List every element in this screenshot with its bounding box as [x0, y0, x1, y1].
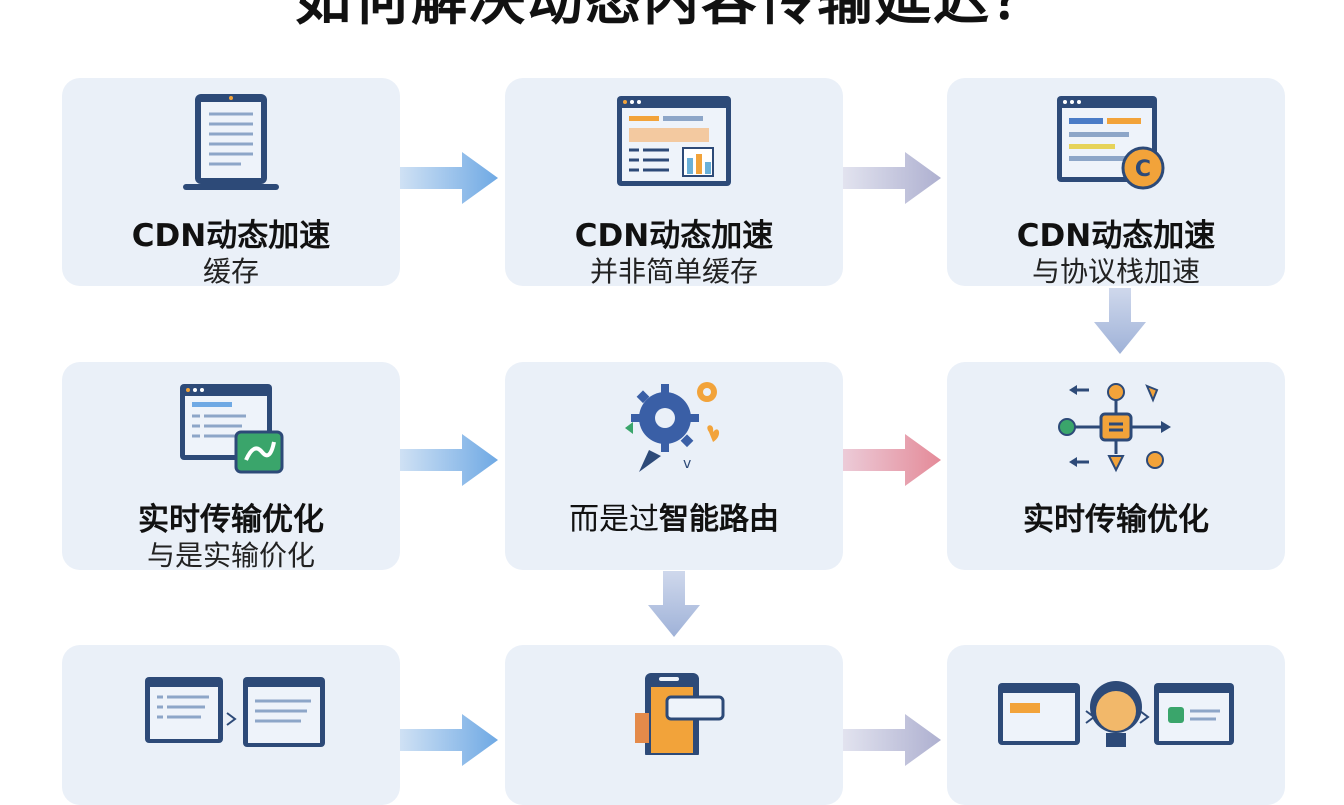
svg-text:C: C [1135, 157, 1151, 182]
card-title: CDN动态加速 [1016, 218, 1216, 254]
gear-routing-icon: v [625, 382, 720, 472]
card-title-prefix: 而是过 [569, 502, 659, 537]
card-title: CDN动态加速 [131, 218, 331, 254]
card-monitor-transfer [62, 645, 400, 805]
arrow-down-1 [1094, 288, 1146, 354]
card-realtime-routing: 实时传输优化 [947, 362, 1285, 570]
svg-text:v: v [683, 456, 691, 472]
card-realtime-transfer: 实时传输优化 与是实输价化 [62, 362, 400, 572]
card-smart-routing: v 而是过智能路由 [505, 362, 843, 570]
page-title: 如何解决动态内容传输延迟？ [295, 0, 1049, 33]
card-subtitle: 与是实输价化 [146, 539, 315, 572]
user-monitors-icon [998, 681, 1234, 747]
monitors-transfer-icon [145, 677, 325, 747]
arrow-right-3 [400, 434, 498, 486]
card-subtitle: 并非简单缓存 [589, 255, 758, 288]
card-not-simple-cache: CDN动态加速 并非简单缓存 [505, 78, 843, 288]
card-mobile-delivery [505, 645, 843, 805]
routing-hub-icon [1058, 383, 1171, 473]
arrow-right-2 [843, 152, 941, 204]
card-title: 实时传输优化 [1023, 502, 1209, 538]
card-subtitle: 缓存 [202, 255, 259, 288]
card-user-monitors [947, 645, 1285, 805]
browser-protocol-icon: C [1057, 96, 1165, 190]
card-title-emphasis: 智能路由 [659, 502, 779, 537]
arrow-right-5 [400, 714, 498, 766]
card-title: 实时传输优化 [138, 502, 324, 538]
card-title: CDN动态加速 [574, 218, 774, 254]
tablet-document-icon [183, 94, 279, 190]
arrow-right-6 [843, 714, 941, 766]
arrow-right-1 [400, 152, 498, 204]
arrow-down-2 [648, 571, 700, 637]
card-title: 而是过智能路由 [505, 494, 843, 538]
card-protocol-acceleration: C CDN动态加速 与协议栈加速 [947, 78, 1285, 288]
card-subtitle: 与协议栈加速 [1031, 255, 1200, 288]
browser-transfer-icon [180, 384, 284, 474]
arrow-right-4 [843, 434, 941, 486]
browser-chart-icon [617, 96, 731, 186]
phone-card-icon [635, 673, 725, 755]
card-cdn-cache: CDN动态加速 缓存 [62, 78, 400, 288]
